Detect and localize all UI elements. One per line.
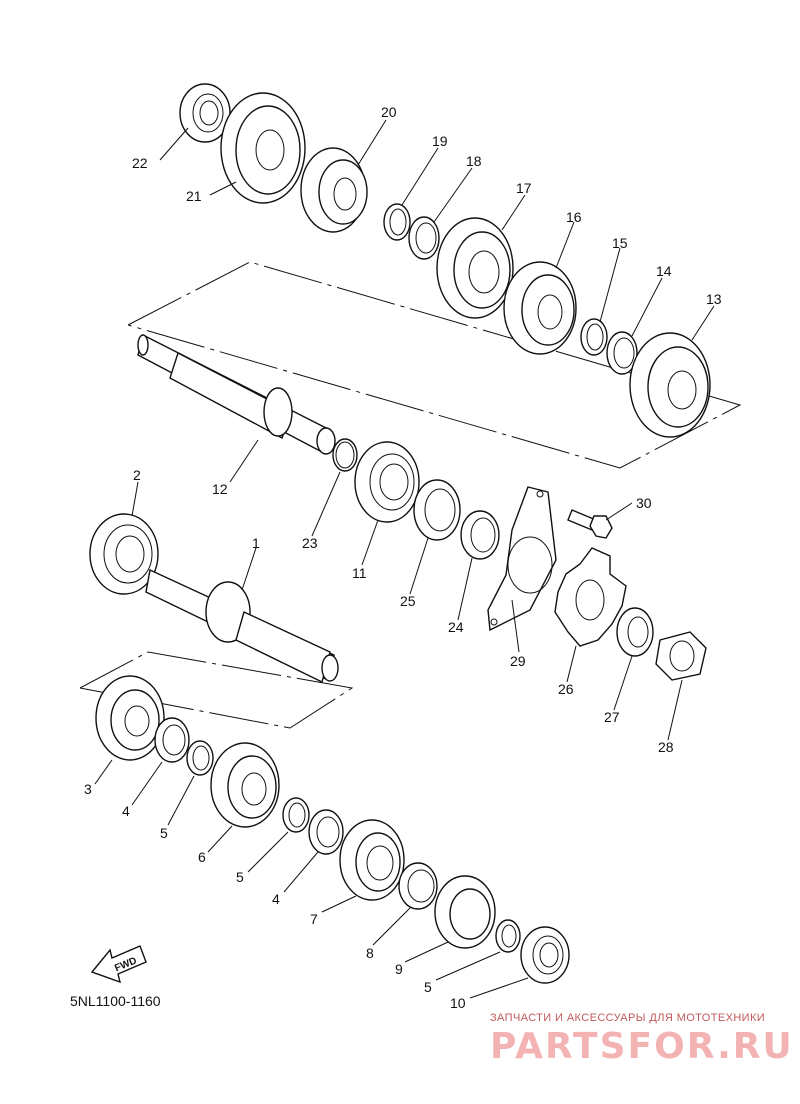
label-12: 12 (212, 481, 228, 497)
circlip-5-upper[interactable] (186, 740, 214, 776)
label-19: 19 (432, 133, 448, 149)
fwd-arrow-icon: FWD (90, 945, 147, 984)
washer-18[interactable] (408, 216, 440, 260)
label-3: 3 (84, 781, 92, 797)
label-18: 18 (466, 153, 482, 169)
drive-axle-1[interactable] (145, 568, 339, 684)
label-14: 14 (656, 263, 672, 279)
gear-3[interactable] (95, 675, 165, 761)
sprocket-26[interactable] (554, 547, 627, 647)
bearing-11[interactable] (354, 441, 420, 523)
label-13: 13 (706, 291, 722, 307)
lock-washer-27[interactable] (616, 607, 654, 657)
retainer-29[interactable] (487, 486, 557, 632)
label-24: 24 (448, 619, 464, 635)
label-8: 8 (366, 945, 374, 961)
label-20: 20 (381, 104, 397, 120)
label-27: 27 (604, 709, 620, 725)
label-2: 2 (133, 467, 141, 483)
label-4-upper: 4 (122, 803, 130, 819)
bearing-2[interactable] (89, 513, 159, 595)
label-28: 28 (658, 739, 674, 755)
watermark-brand: PARTSFOR.RU (490, 1026, 794, 1067)
lower-assembly-outline (79, 651, 354, 729)
needle-bearing-8[interactable] (398, 862, 438, 910)
label-16: 16 (566, 209, 582, 225)
label-5-lower: 5 (424, 979, 432, 995)
label-7: 7 (310, 911, 318, 927)
o-ring-23[interactable] (332, 438, 358, 472)
label-1: 1 (252, 535, 260, 551)
label-22: 22 (132, 155, 148, 171)
washer-4-lower[interactable] (308, 809, 344, 855)
label-26: 26 (558, 681, 574, 697)
gear-7[interactable] (339, 819, 405, 901)
gear-20[interactable] (300, 147, 368, 233)
label-9: 9 (395, 961, 403, 977)
circlip-5-lower[interactable] (495, 919, 521, 953)
nut-28[interactable] (655, 631, 707, 681)
drawing-code: 5NL1100-1160 (70, 993, 161, 1009)
leader-lines (94, 119, 715, 999)
circlip-19[interactable] (383, 203, 411, 241)
circlip-15[interactable] (580, 318, 608, 356)
label-15: 15 (612, 235, 628, 251)
label-21: 21 (186, 188, 202, 204)
label-30: 30 (636, 495, 652, 511)
label-6: 6 (198, 849, 206, 865)
label-17: 17 (516, 180, 532, 196)
gear-13[interactable] (629, 332, 711, 438)
label-23: 23 (302, 535, 318, 551)
label-25: 25 (400, 593, 416, 609)
bearing-10[interactable] (520, 926, 570, 984)
main-axle-12[interactable] (137, 333, 336, 455)
gear-9[interactable] (434, 875, 496, 949)
collar-24[interactable] (460, 510, 500, 560)
label-11: 11 (352, 565, 367, 581)
gear-16[interactable] (503, 261, 577, 355)
gear-6[interactable] (210, 742, 280, 828)
upper-assembly-outline (127, 261, 742, 469)
bolt-30[interactable] (567, 509, 613, 539)
oil-seal-25[interactable] (413, 479, 461, 541)
circlip-5-middle[interactable] (282, 797, 310, 833)
washer-4-upper[interactable] (154, 717, 190, 763)
label-10: 10 (450, 995, 466, 1011)
watermark-tagline: ЗАПЧАСТИ И АКСЕССУАРЫ ДЛЯ МОТОТЕХНИКИ (490, 1012, 765, 1024)
washer-14[interactable] (606, 331, 638, 375)
label-29: 29 (510, 653, 526, 669)
label-5-upper: 5 (160, 825, 168, 841)
label-4-lower: 4 (272, 891, 280, 907)
gear-21[interactable] (220, 92, 306, 204)
gear-17[interactable] (436, 217, 514, 319)
label-5-middle: 5 (236, 869, 244, 885)
